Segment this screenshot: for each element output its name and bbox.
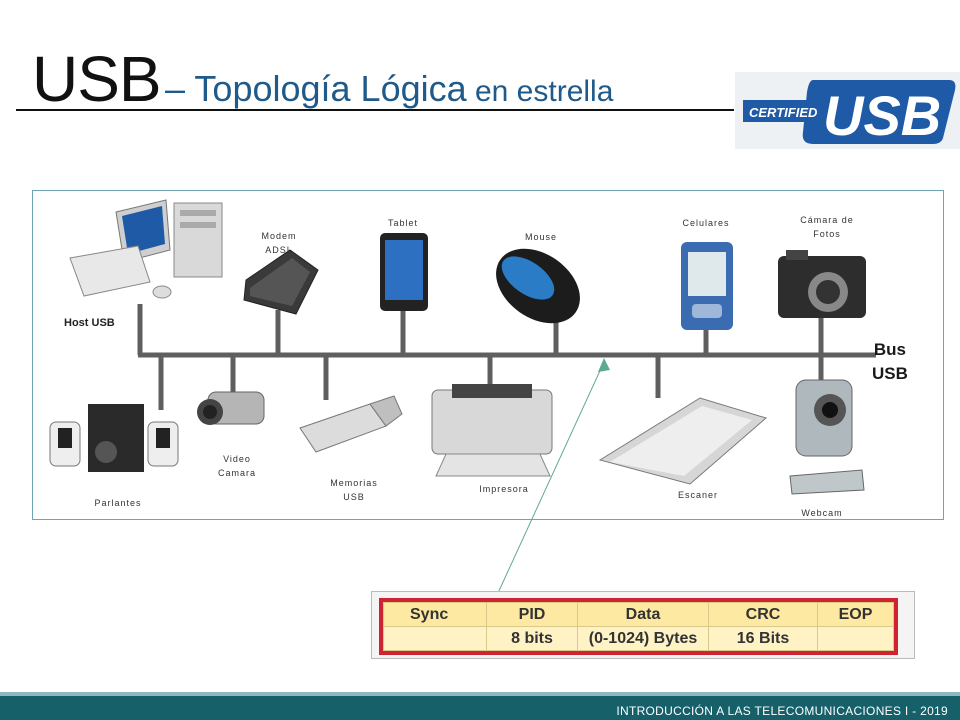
tablet-label: Tablet	[387, 218, 419, 228]
usb-packet-table: Sync PID Data CRC EOP 8 bits (0-1024) By…	[379, 598, 898, 655]
impresora-icon	[431, 384, 553, 477]
logo-certified: CERTIFIED	[749, 105, 818, 120]
host-usb-label: Host USB	[64, 317, 115, 329]
parlantes-label: Parlantes	[94, 498, 142, 508]
impresora-label: Impresora	[479, 484, 529, 494]
host-computer-icon	[69, 199, 223, 299]
packet-value-crc: 16 Bits	[708, 626, 818, 651]
parlantes-icon	[49, 404, 179, 472]
logo-usb: USB	[823, 84, 941, 147]
page-title: USB – Topología Lógica en estrella	[32, 42, 613, 116]
packet-pointer-arrow	[598, 358, 610, 372]
packet-value-sync	[383, 626, 487, 651]
packet-pointer-line	[497, 361, 605, 594]
title-sub: – Topología Lógica	[165, 68, 467, 109]
packet-value-pid: 8 bits	[486, 626, 578, 651]
certified-usb-logo: CERTIFIED USB TM	[735, 72, 960, 149]
modem-icon	[243, 249, 319, 315]
footer-bar: INTRODUCCIÓN A LAS TELECOMUNICACIONES I …	[0, 692, 960, 720]
camara-fotos-icon	[778, 250, 866, 318]
mouse-label: Mouse	[524, 232, 557, 242]
packet-value-row: 8 bits (0-1024) Bytes 16 Bits	[383, 626, 894, 651]
title-tail: en estrella	[466, 75, 614, 108]
mouse-icon	[496, 248, 580, 324]
packet-header-sync: Sync	[383, 602, 487, 627]
packet-format-table: Sync PID Data CRC EOP 8 bits (0-1024) By…	[383, 602, 894, 651]
celulares-label: Celulares	[682, 218, 730, 228]
packet-value-data: (0-1024) Bytes	[577, 626, 709, 651]
title-main: USB	[32, 43, 162, 115]
webcam-icon	[789, 379, 865, 495]
logo-tm: TM	[931, 138, 940, 144]
footer-text: INTRODUCCIÓN A LAS TELECOMUNICACIONES I …	[616, 704, 948, 718]
title-underline	[16, 109, 734, 111]
packet-header-row: Sync PID Data CRC EOP	[383, 602, 894, 627]
video-camara-icon	[197, 391, 265, 425]
celulares-icon	[681, 242, 733, 330]
escaner-icon	[598, 397, 768, 485]
tablet-icon	[380, 233, 428, 311]
packet-value-eop	[817, 626, 894, 651]
webcam-label: Webcam	[801, 508, 843, 518]
escaner-label: Escaner	[677, 490, 719, 500]
packet-header-pid: PID	[486, 602, 578, 627]
packet-header-eop: EOP	[817, 602, 894, 627]
packet-header-data: Data	[577, 602, 709, 627]
packet-header-crc: CRC	[708, 602, 818, 627]
memorias-usb-icon	[299, 395, 403, 453]
